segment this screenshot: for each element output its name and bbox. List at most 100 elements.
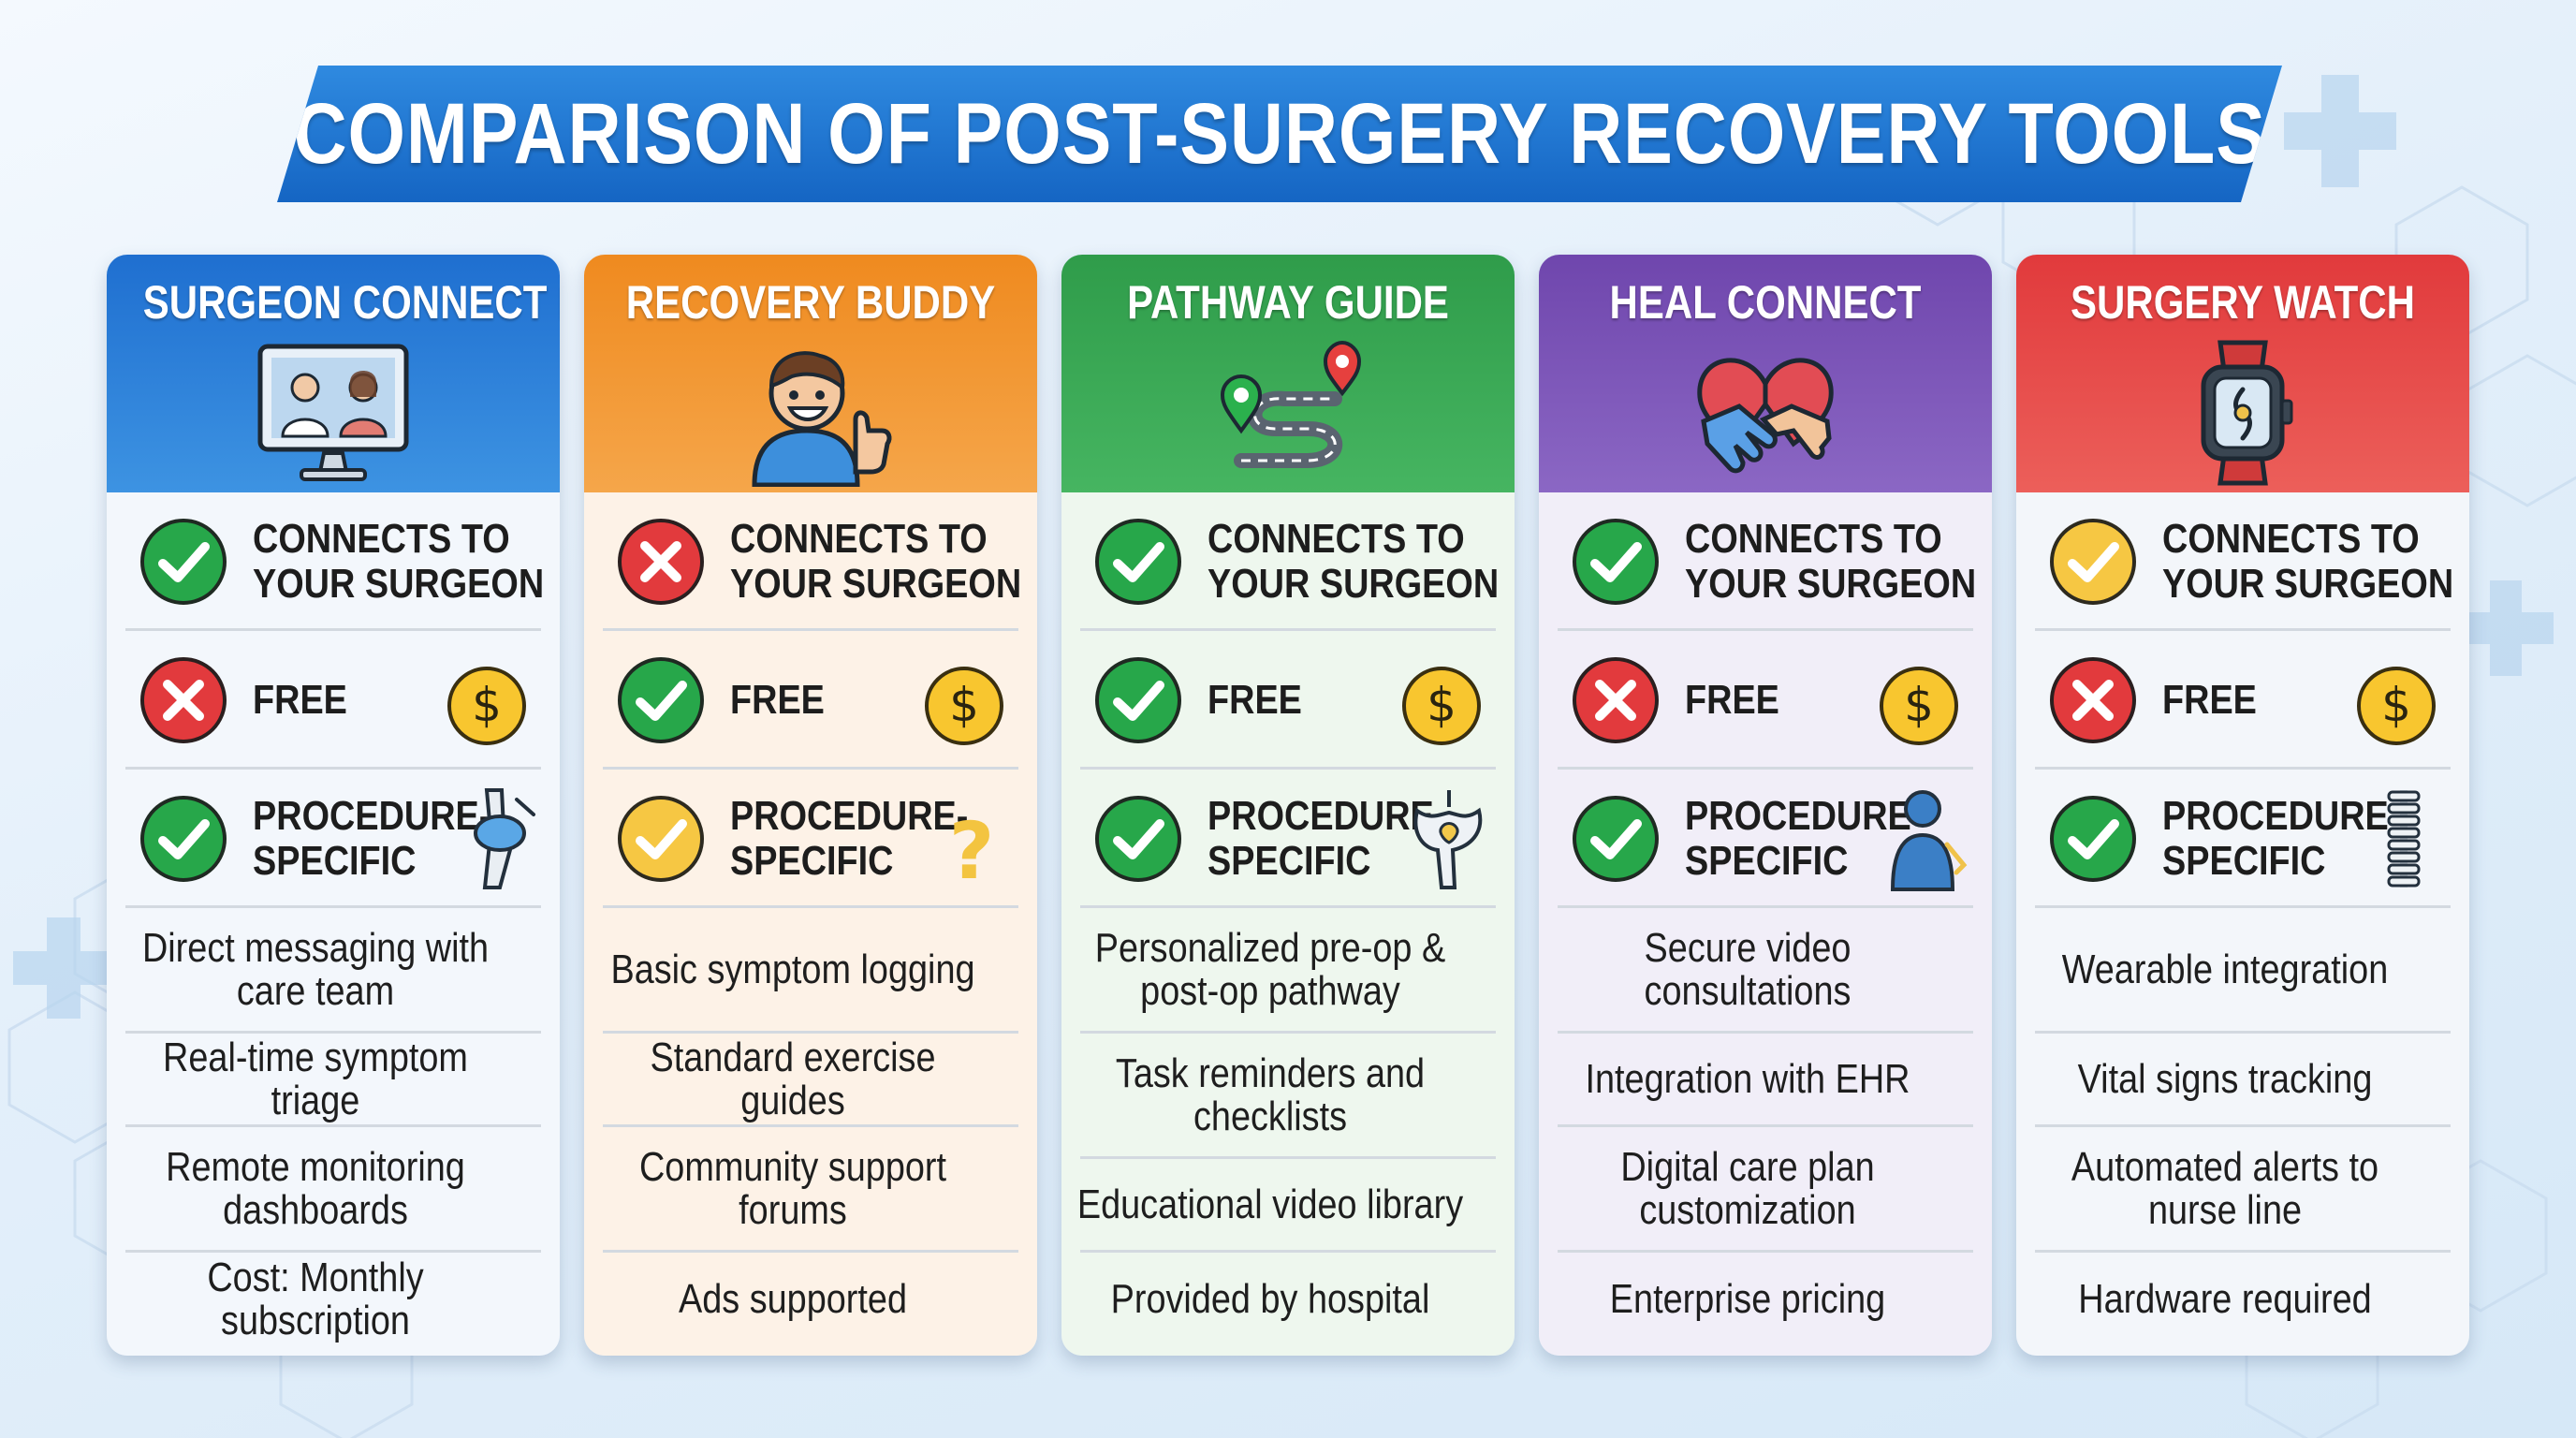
feature-label-line: PROCEDURE-: [253, 793, 491, 839]
check-icon: [1571, 794, 1661, 884]
card-title: HEAL CONNECT: [1609, 276, 1922, 329]
feature-row: PROCEDURE-SPECIFIC: [125, 770, 541, 908]
feature-bullet-text: Cost: Monthly subscription: [207, 1255, 424, 1343]
feature-bullet: Remote monitoring dashboards: [125, 1127, 541, 1253]
dollar-icon: $: [2355, 665, 2437, 747]
card-header: HEAL CONNECT: [1539, 255, 1992, 492]
feature-bullet-text: Secure video consultations: [1644, 924, 1852, 1014]
route-map-pins-icon: [1204, 339, 1372, 487]
check-icon: [139, 517, 228, 607]
feature-bullet: Enterprise pricing: [1558, 1253, 1973, 1346]
feature-bullet-text: Community support forums: [638, 1143, 947, 1233]
feature-label-line: SPECIFIC: [1685, 838, 1849, 884]
feature-bullet: Provided by hospital: [1080, 1253, 1496, 1346]
feature-row: FREE $: [125, 631, 541, 770]
feature-row: PROCEDURE-SPECIFIC: [1080, 770, 1496, 908]
feature-bullet: Hardware required: [2035, 1253, 2451, 1346]
feature-label: FREE: [2162, 678, 2388, 723]
dollar-icon: $: [923, 665, 1005, 747]
card-title: PATHWAY GUIDE: [1127, 276, 1449, 329]
card-header: SURGEON CONNECT PRO: [107, 255, 560, 492]
partial-check-icon: [2048, 517, 2138, 607]
question-mark-icon: ?: [927, 786, 1017, 897]
svg-text:$: $: [1904, 678, 1934, 732]
feature-label-line: YOUR SURGEON: [730, 561, 1022, 607]
feature-label-line: CONNECTS TO: [253, 516, 510, 562]
check-icon: [1093, 517, 1183, 607]
shoulder-icon: [1881, 786, 1971, 891]
feature-label-line: YOUR SURGEON: [253, 561, 545, 607]
feature-bullet-text: Basic symptom logging: [610, 946, 975, 992]
feature-label-line: CONNECTS TO: [1208, 516, 1465, 562]
check-icon: [2048, 794, 2138, 884]
feature-bullet: Task reminders and checklists: [1080, 1034, 1496, 1159]
feature-bullet-text: Provided by hospital: [1110, 1276, 1430, 1322]
feature-row: PROCEDURE-SPECIFIC: [2035, 770, 2451, 908]
feature-row: PROCEDURE-SPECIFIC: [1558, 770, 1973, 908]
smartwatch-icon: [2159, 339, 2327, 487]
svg-text:$: $: [949, 678, 979, 732]
knee-joint-icon: [449, 786, 539, 891]
feature-label-line: PROCEDURE-: [1208, 793, 1446, 839]
feature-bullet-text: Enterprise pricing: [1609, 1276, 1886, 1322]
feature-label: PROCEDURE-SPECIFIC: [253, 793, 491, 884]
feature-bullet: Ads supported: [603, 1253, 1018, 1346]
feature-bullet: Personalized pre-op & post-op pathway: [1080, 908, 1496, 1034]
feature-bullet-text: Digital care plan customization: [1620, 1143, 1875, 1233]
feature-label-line: SPECIFIC: [2162, 838, 2326, 884]
feature-bullet: Vital signs tracking: [2035, 1034, 2451, 1127]
feature-bullet: Cost: Monthly subscription: [125, 1253, 541, 1346]
feature-label-line: PROCEDURE-: [1685, 793, 1924, 839]
feature-label: FREE: [730, 678, 956, 723]
svg-text:$: $: [2381, 678, 2411, 732]
cross-icon: [139, 655, 228, 745]
feature-label-line: FREE: [253, 677, 347, 723]
svg-text:$: $: [1427, 678, 1456, 732]
feature-row: PROCEDURE-SPECIFIC?: [603, 770, 1018, 908]
feature-bullet-text: Real-time symptom triage: [163, 1034, 468, 1123]
feature-label-line: CONNECTS TO: [1685, 516, 1942, 562]
feature-bullet: Community support forums: [603, 1127, 1018, 1253]
card-header: RECOVERY BUDDY: [584, 255, 1037, 492]
feature-label-line: FREE: [1208, 677, 1302, 723]
feature-bullet-text: Remote monitoring dashboards: [166, 1143, 465, 1233]
dollar-icon: $: [446, 665, 528, 747]
dollar-icon: $: [1878, 665, 1960, 747]
feature-label-line: PROCEDURE-: [730, 793, 969, 839]
page-title: COMPARISON OF POST-SURGERY RECOVERY TOOL…: [293, 85, 2266, 182]
feature-label: PROCEDURE-SPECIFIC: [730, 793, 969, 884]
check-icon: [1093, 655, 1183, 745]
svg-text:?: ?: [949, 805, 995, 891]
hip-joint-icon: [1404, 786, 1494, 891]
check-icon: [139, 794, 228, 884]
feature-bullet-text: Automated alerts to nurse line: [2071, 1143, 2379, 1233]
card-header: SURGERY WATCH: [2016, 255, 2469, 492]
feature-label: PROCEDURE-SPECIFIC: [1208, 793, 1446, 884]
feature-bullet: Digital care plan customization: [1558, 1127, 1973, 1253]
feature-label: FREE: [253, 678, 478, 723]
feature-label: PROCEDURE-SPECIFIC: [1685, 793, 1924, 884]
feature-bullet-text: Wearable integration: [2061, 946, 2389, 992]
feature-bullet: Automated alerts to nurse line: [2035, 1127, 2451, 1253]
video-call-monitor-icon: [249, 339, 417, 487]
feature-bullet-text: Educational video library: [1076, 1181, 1464, 1227]
feature-bullet: Standard exercise guides: [603, 1034, 1018, 1127]
feature-bullet-text: Direct messaging with care team: [141, 924, 490, 1014]
feature-label-line: SPECIFIC: [253, 838, 417, 884]
feature-bullet-text: Standard exercise guides: [650, 1034, 936, 1123]
feature-bullet-text: Ads supported: [678, 1276, 908, 1322]
feature-label-line: SPECIFIC: [1208, 838, 1371, 884]
feature-bullet: Educational video library: [1077, 1159, 1496, 1253]
feature-row: FREE $: [1080, 631, 1496, 770]
